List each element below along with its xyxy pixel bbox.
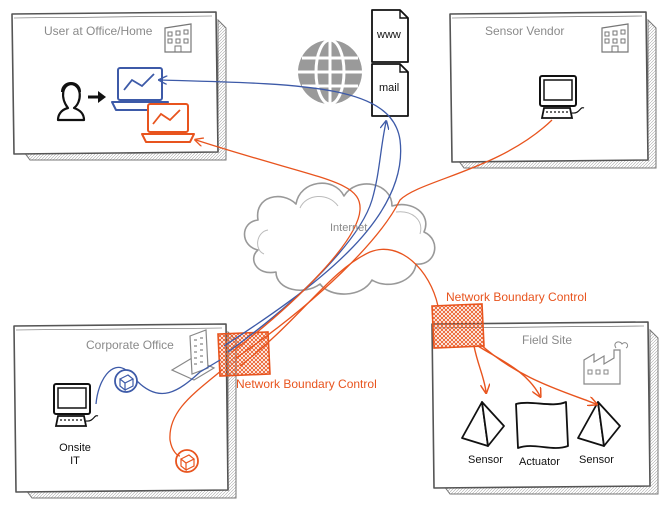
boundary-label-corporate: Network Boundary Control (236, 377, 377, 391)
office-tower-icon (170, 329, 216, 381)
zone-title-field: Field Site (522, 333, 573, 347)
connection-blue-mail (227, 122, 386, 353)
boundary-label-field: Network Boundary Control (446, 290, 587, 304)
arrow-right-icon (88, 91, 106, 103)
device-label-sensor-left: Sensor (468, 454, 503, 466)
onsite-it-label: Onsite IT (59, 442, 91, 467)
internet-label: Internet (330, 222, 368, 234)
connection-orange-sensor-right (479, 343, 596, 404)
building-icon (164, 23, 192, 53)
factory-icon (583, 341, 629, 385)
connection-orange-actuator (477, 345, 540, 396)
building-icon (601, 23, 629, 53)
globe-icon (298, 38, 362, 106)
document-www-icon (371, 9, 409, 63)
connection-orange-home (196, 140, 361, 353)
zone-title-corporate: Corporate Office (86, 338, 174, 352)
router-blue-icon (114, 369, 138, 393)
connection-orange-sensor-left (473, 345, 486, 392)
device-label-actuator: Actuator (519, 456, 560, 468)
document-www-label: www (377, 29, 401, 41)
laptop-orange-icon (141, 103, 195, 143)
zone-corporate (13, 323, 237, 499)
computer-terminal-icon (539, 75, 585, 119)
user-headset-icon (56, 82, 86, 122)
zone-title-vendor: Sensor Vendor (485, 24, 565, 38)
internet-cloud (243, 182, 436, 295)
sensor-pyramid-left (461, 401, 505, 447)
device-label-sensor-right: Sensor (579, 454, 614, 466)
router-orange-icon (175, 449, 199, 473)
connection-orange-vendor (235, 119, 553, 359)
document-mail-label: mail (379, 82, 400, 94)
connection-blue-local (95, 359, 221, 405)
document-mail-icon (371, 63, 409, 117)
connection-orange-field (239, 248, 439, 367)
sensor-pyramid-right (577, 401, 621, 447)
actuator-block (515, 401, 569, 449)
computer-terminal-icon (53, 383, 99, 427)
zone-title-home: User at Office/Home (44, 24, 153, 38)
connection-orange-local (169, 369, 223, 457)
firewall-field (431, 303, 485, 349)
